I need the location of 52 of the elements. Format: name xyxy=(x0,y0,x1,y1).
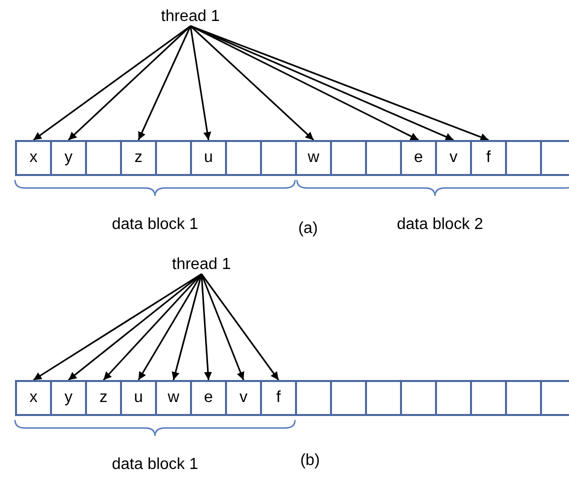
arrow xyxy=(138,26,192,140)
block-label: data block 2 xyxy=(396,216,484,234)
arrow xyxy=(33,273,202,381)
array-cell xyxy=(435,380,472,416)
array-cell: x xyxy=(15,140,52,176)
thread-label: thread 1 xyxy=(172,256,231,274)
array-cell xyxy=(505,380,542,416)
array-cell: z xyxy=(120,140,157,176)
array-cell: v xyxy=(225,380,262,416)
arrow xyxy=(200,274,280,380)
arrow xyxy=(138,274,202,380)
array-cell xyxy=(470,380,507,416)
arrow xyxy=(200,274,244,380)
array-cell xyxy=(365,380,402,416)
array-cell: y xyxy=(50,140,87,176)
block-label: data block 1 xyxy=(112,456,198,474)
panel-label: (a) xyxy=(298,220,318,238)
array-cell: y xyxy=(50,380,87,416)
array-cell: x xyxy=(15,380,52,416)
array-cell: u xyxy=(190,140,227,176)
array-cell xyxy=(540,140,569,176)
array-cell: f xyxy=(470,140,507,176)
array-cell xyxy=(295,380,332,416)
array-cell: z xyxy=(85,380,122,416)
array-cell xyxy=(155,140,192,176)
arrow xyxy=(68,25,192,141)
array-cell: f xyxy=(260,380,297,416)
array-cell xyxy=(365,140,402,176)
arrow xyxy=(200,274,212,380)
arrow xyxy=(102,273,202,381)
array-cell xyxy=(505,140,542,176)
array-cell xyxy=(260,140,297,176)
array-cell: v xyxy=(435,140,472,176)
array-cell xyxy=(85,140,122,176)
array-cell: w xyxy=(155,380,192,416)
thread-label: thread 1 xyxy=(161,8,220,26)
arrow xyxy=(33,25,191,141)
array-cell xyxy=(330,380,367,416)
panel-label: (b) xyxy=(300,452,320,470)
array-cell xyxy=(540,380,569,416)
block-label: data block 1 xyxy=(112,216,198,234)
array-cell xyxy=(225,140,262,176)
arrow xyxy=(172,274,202,380)
arrow xyxy=(68,273,202,381)
array-cell: e xyxy=(400,140,437,176)
arrow xyxy=(190,25,314,141)
array-cell: w xyxy=(295,140,332,176)
arrow xyxy=(190,26,212,140)
array-cell: e xyxy=(190,380,227,416)
array-cell xyxy=(330,140,367,176)
array-cell xyxy=(400,380,437,416)
array-cell: u xyxy=(120,380,157,416)
